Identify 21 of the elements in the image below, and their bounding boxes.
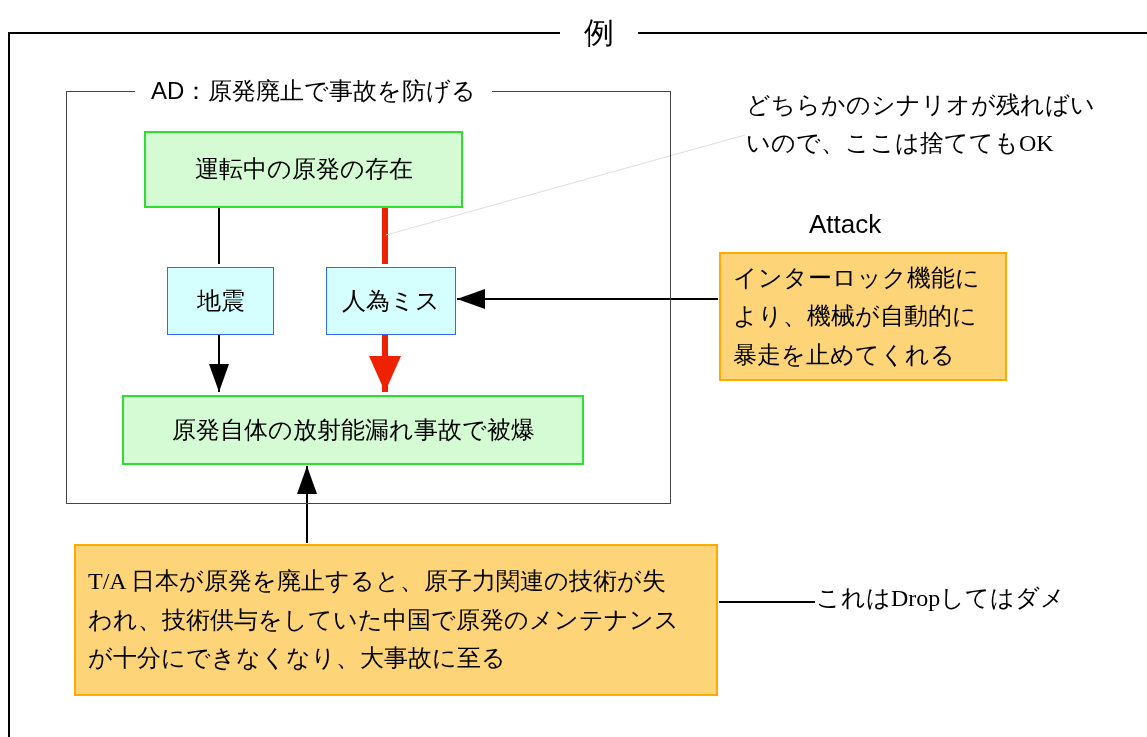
box-heading: Attack — [809, 208, 882, 240]
process-box — [122, 395, 584, 465]
cause-box — [167, 267, 274, 335]
box-text: 運転中の原発の存在 — [194, 155, 413, 185]
note-text: どちらかのシナリオが残ればいいので、ここは捨ててもOK — [746, 86, 1116, 166]
note-text: これはDropしてはダメ — [816, 579, 1106, 619]
arrow — [297, 465, 317, 544]
leader-line — [385, 134, 746, 236]
arrow — [369, 334, 401, 392]
group-heading: AD：原発廃止で事故を防げる — [135, 76, 493, 106]
leader-line — [718, 601, 816, 603]
box-text: 原発自体の放射能漏れ事故で被爆 — [171, 415, 535, 445]
process-box — [144, 131, 463, 208]
arrow — [209, 333, 229, 393]
arrow — [456, 289, 719, 309]
box-text: 地震 — [196, 286, 245, 316]
note-box — [74, 544, 718, 696]
box-text: 人為ミス — [342, 286, 440, 316]
box-text: インターロック機能により、機械が自動的に暴走を止めてくれる — [733, 263, 981, 370]
cause-box — [326, 267, 456, 335]
box-text: T/A 日本が原発を廃止すると、原子力関連の技術が失われ、技術供与をしていた中国で原発のメンテナンスが十分にできなくなり、大事故に至る — [88, 567, 680, 674]
